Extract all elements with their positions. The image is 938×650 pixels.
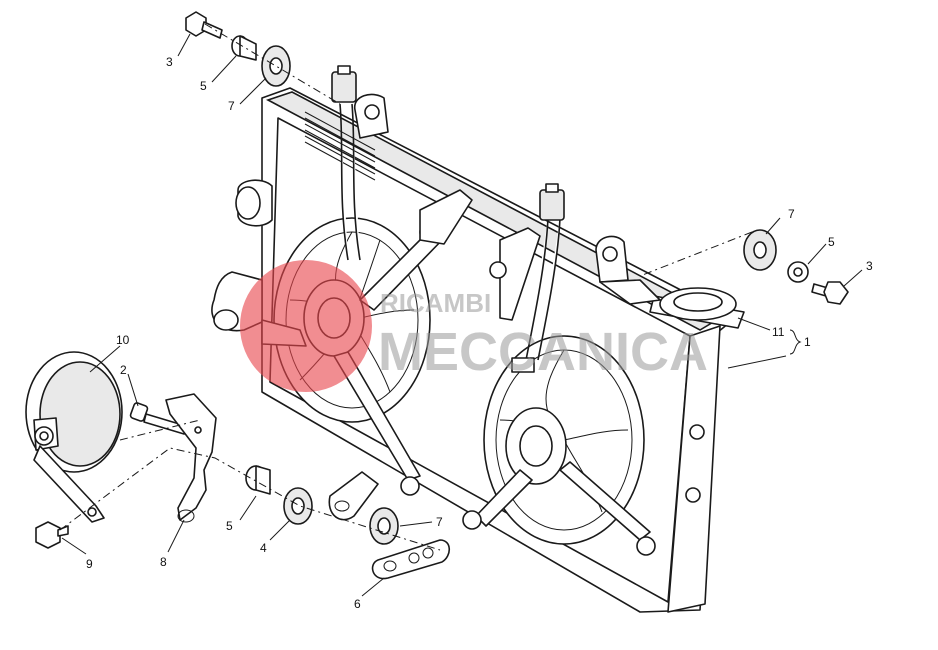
washer-5-top [231,35,257,61]
washer-5-right [787,261,809,283]
callout-7-right: 7 [788,207,795,221]
watermark: RICAMBI MECCANICA [240,260,708,392]
callout-11: 11 [772,325,785,339]
bolt-3-top [185,11,223,39]
link-plate-6 [371,539,451,580]
bushing-5-bottom [245,465,271,495]
filler-neck [649,287,745,329]
watermark-red-circle [240,260,372,392]
callout-9: 9 [86,557,93,571]
connector-left [331,71,357,103]
screw-2 [129,402,187,435]
grommet-4 [283,487,313,525]
horn-bracket [165,393,217,523]
callout-8: 8 [160,555,167,569]
horn [25,351,123,523]
callout-3-right: 3 [866,259,873,273]
callout-5-bottom: 5 [226,519,233,533]
fan-wiring [331,65,565,373]
callout-1: 1 [804,335,811,349]
connector-right [539,189,565,221]
bolt-3-right [811,281,849,305]
callout-3-top: 3 [166,55,173,69]
assembly-lines [59,23,753,551]
lower-bracket [328,471,379,521]
grommet-7-right [743,229,777,271]
callout-7-top: 7 [228,99,235,113]
callout-6: 6 [354,597,361,611]
watermark-line1: RICAMBI [380,288,491,318]
callout-7-bottom: 7 [436,515,443,529]
fan-right [462,227,656,556]
callout-labels: 3 5 7 7 5 3 11 1 10 2 9 8 5 4 7 6 [86,55,873,611]
callout-4: 4 [260,541,267,555]
callout-2: 2 [120,363,127,377]
watermark-line2: MECCANICA [378,322,708,382]
callout-leaders [61,33,863,597]
callout-10: 10 [116,333,130,347]
bolt-9 [35,521,69,549]
callout-5-top: 5 [200,79,207,93]
grommet-7-bottom [369,507,399,545]
callout-5-right: 5 [828,235,835,249]
grommet-7-top [261,45,291,87]
